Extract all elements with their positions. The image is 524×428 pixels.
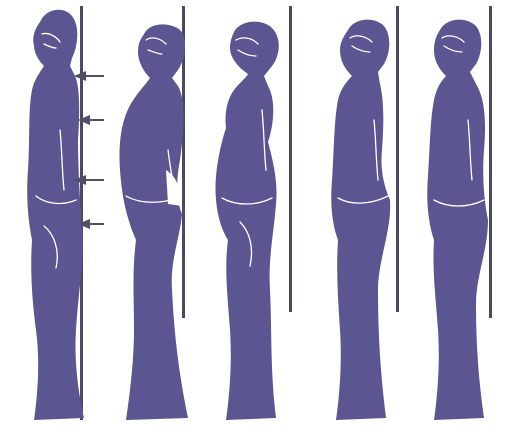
plumb-line-5 <box>489 6 492 318</box>
alignment-arrow-1 <box>74 71 104 81</box>
figure-2-kyphotic-posture <box>120 6 189 420</box>
figure-5-sway-back-posture <box>427 6 492 420</box>
plumb-line-4 <box>396 6 399 312</box>
floor-strip <box>0 420 524 428</box>
figure-4-flat-back-posture <box>331 6 399 420</box>
body-silhouette-1 <box>27 10 84 420</box>
figure-3-lordotic-posture <box>216 6 293 420</box>
body-silhouette-4 <box>331 20 390 420</box>
plumb-line-3 <box>289 6 292 312</box>
body-silhouette-2 <box>120 24 189 420</box>
body-silhouette-5 <box>427 20 488 420</box>
figure-1-ideal-posture <box>27 6 104 424</box>
